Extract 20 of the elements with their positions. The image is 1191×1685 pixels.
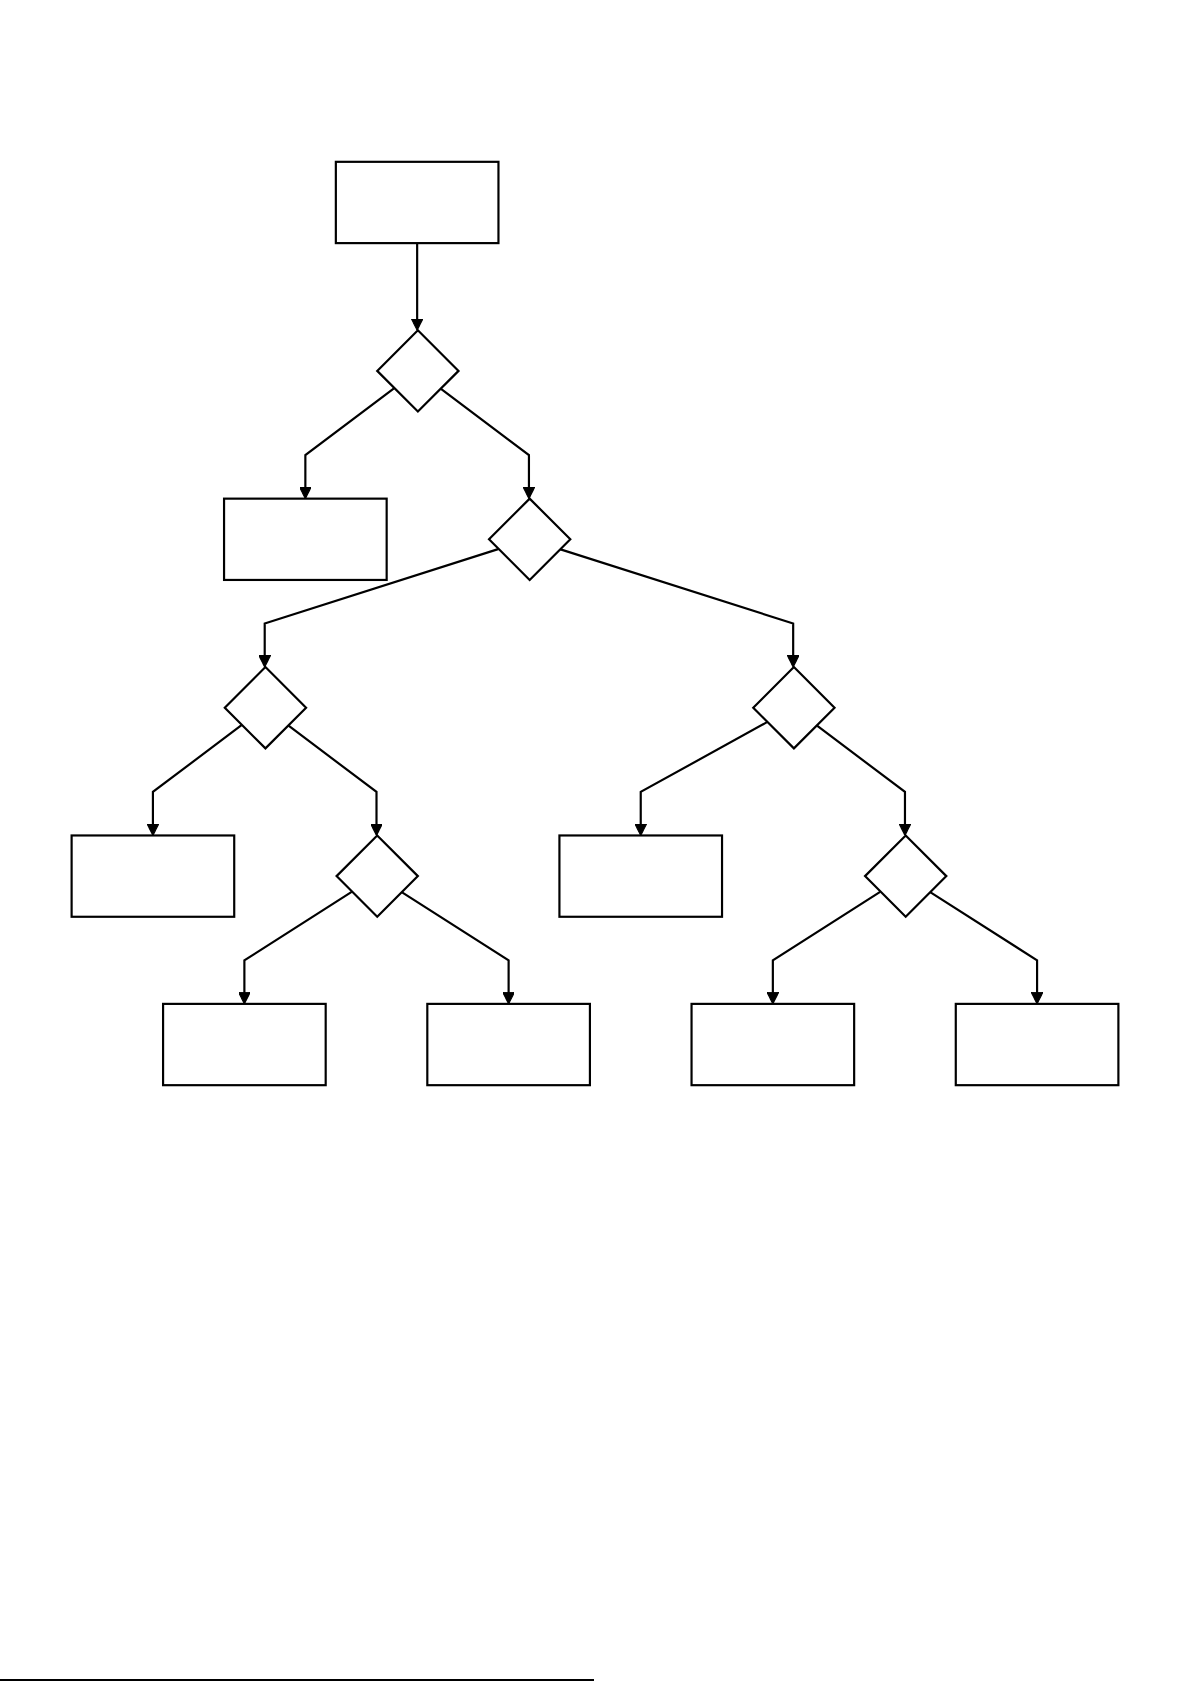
decision-diamond [375, 328, 461, 414]
process-box [558, 834, 724, 918]
decision-diamond [223, 665, 308, 750]
arrow [439, 387, 536, 500]
decision-diamond [751, 665, 837, 750]
arrow [258, 548, 499, 668]
arrow [287, 724, 383, 837]
process-box [426, 1002, 591, 1087]
process-box [690, 1002, 856, 1087]
process-box [222, 497, 388, 582]
decision-diamond [863, 833, 948, 919]
process-box [334, 160, 500, 245]
arrow [559, 548, 800, 668]
decision-diamond [487, 497, 572, 582]
arrow [815, 724, 912, 837]
process-box [954, 1002, 1120, 1087]
decision-diamond [335, 833, 420, 919]
process-box [70, 834, 236, 918]
process-box [162, 1002, 327, 1087]
arrow [410, 243, 424, 331]
